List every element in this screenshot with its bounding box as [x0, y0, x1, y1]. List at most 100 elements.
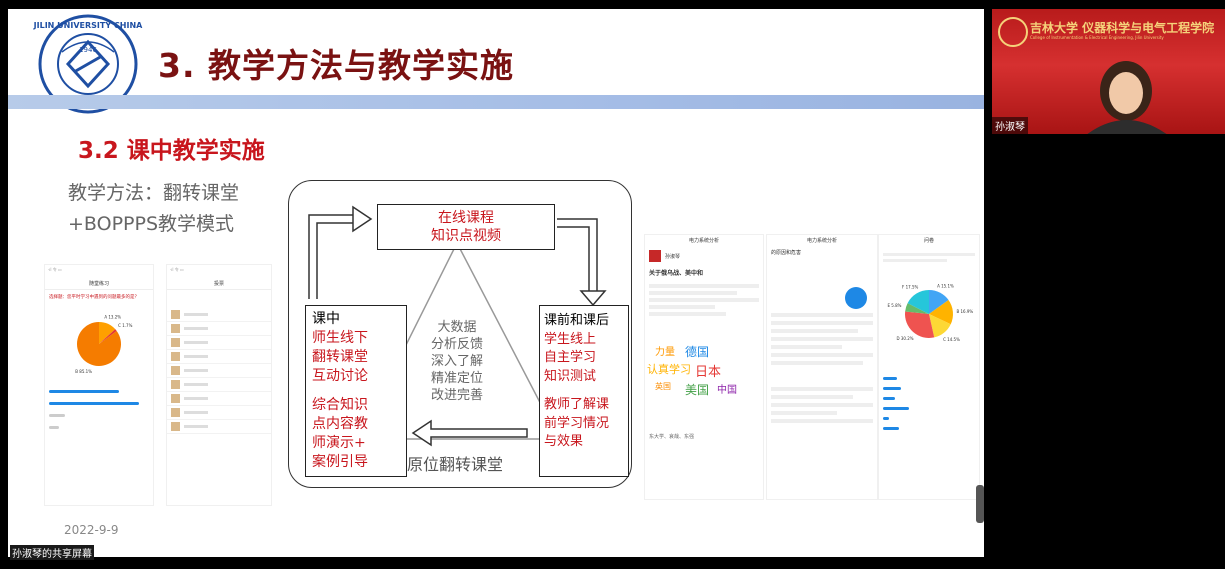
pie-slice: [99, 329, 117, 344]
vote-row-name: [184, 397, 208, 400]
avatar: [171, 408, 180, 417]
option-bar: [883, 407, 909, 410]
option-bar: [883, 387, 901, 390]
slide-date: 2022-9-9: [64, 523, 119, 537]
phone-screenshot-questionnaire: 问卷 A 15.1%B 16.9%C 14.5%D 30.2%E 5.8%F 1…: [878, 234, 980, 500]
pie-label: B 16.9%: [956, 309, 973, 314]
pie-label: C 1.7%: [118, 323, 132, 328]
pie-slice: [99, 322, 116, 344]
pie-label: A 13.2%: [104, 315, 121, 320]
vote-row-name: [184, 341, 208, 344]
pie-label: B 85.1%: [75, 369, 92, 374]
right-box-line: 自主学习: [544, 350, 597, 365]
title-band: [8, 95, 984, 109]
phone-screenshot-discussion: 电力系统分析 孙淑琴 关于俄乌战、美中和 力量德国认真学习日本美国中国英国 东大…: [644, 234, 764, 500]
word-cloud-word: 美国: [685, 383, 710, 397]
center-triangle: [357, 241, 561, 440]
vote-row-name: [184, 355, 208, 358]
right-box-line: [544, 386, 628, 396]
online-course-line-1: 在线课程: [438, 210, 494, 226]
questionnaire-pie-chart: A 15.1% B 16.9% C 14.5% D 30.2% E 5.8% F 17.5…: [888, 284, 974, 342]
center-line: 深入了解: [430, 354, 483, 369]
school-english-name: College of Instrumentation & Electrical …: [1030, 35, 1164, 40]
pre-post-class-box: 课前和课后学生线上自主学习知识测试教师了解课前学习情况与效果: [539, 305, 629, 477]
post-footer: 东大学、哀哉、东强: [649, 434, 695, 440]
vote-row: [167, 308, 271, 322]
answer-bar-b: [49, 402, 139, 405]
slide-subtitle: 3.2 课中教学实施: [78, 138, 265, 164]
pie-slice: [905, 303, 929, 314]
in-class-box: 课中师生线下翻转课堂互动讨论综合知识点内容教师演示+案例引导: [305, 305, 407, 477]
vote-list: [167, 308, 271, 434]
option-bar: [883, 417, 889, 420]
pie-label: E 5.8%: [888, 303, 902, 308]
left-box-line: 互动讨论: [312, 368, 368, 384]
teaching-method-line-2: +BOPPPS教学模式: [68, 213, 235, 235]
vote-row: [167, 350, 271, 364]
slide-title: 3. 教学方法与教学实施: [158, 46, 514, 85]
word-cloud-word: 日本: [695, 365, 722, 380]
phone-header: 投票: [167, 278, 271, 290]
center-line: 精准定位: [430, 371, 483, 386]
pie-slice: [929, 300, 953, 325]
presentation-slide: JILIN UNIVERSITY CHINA 1946 吉林大学 3. 教学方法…: [8, 9, 984, 557]
center-line: 分析反馈: [430, 337, 483, 352]
vote-row-name: [184, 383, 208, 386]
arrow-left-up: [316, 222, 353, 299]
scroll-handle[interactable]: [976, 485, 984, 523]
left-box-line: 课中: [312, 311, 340, 327]
arrow-right-down: [557, 218, 598, 291]
logo-ring-text: JILIN UNIVERSITY CHINA: [33, 21, 144, 30]
quiz-pie-chart: A 13.2% C 1.7% B 85.1%: [75, 315, 132, 374]
right-box-line: 学生线上: [544, 331, 597, 347]
avatar: [171, 394, 180, 403]
word-cloud-word: 德国: [685, 345, 710, 359]
pie-label: C 14.5%: [943, 337, 960, 342]
arrow-head-right: [352, 205, 373, 233]
left-box-line: 点内容教: [312, 416, 368, 432]
pie-slice: [929, 290, 949, 314]
quiz-question: 选择题：您平时学习中遇到的问题最多的是？: [49, 295, 139, 300]
right-box-line: 与效果: [544, 434, 584, 449]
vote-row-name: [184, 425, 208, 428]
poster-name: 孙淑琴: [665, 253, 681, 260]
presenter-video: 吉林大学 仪器科学与电气工程学院 College of Instrumentat…: [992, 9, 1225, 134]
left-box-line: 案例引导: [312, 454, 368, 470]
phone-header: 随堂练习: [45, 278, 153, 290]
status-bar: ·ıl 令 ▭: [48, 267, 62, 272]
vote-row: [167, 364, 271, 378]
pie-slice: [929, 314, 951, 338]
avatar: [171, 338, 180, 347]
presenter-figure: [1087, 61, 1167, 134]
vote-row-name: [184, 313, 208, 316]
post-title: 的原因和危害: [771, 250, 802, 256]
presenter-name-label: 孙淑琴: [992, 117, 1028, 134]
avatar: [171, 310, 180, 319]
pie-label: A 15.1%: [937, 284, 954, 289]
option-bar: [883, 397, 895, 400]
screen-share-label: 孙淑琴的共享屏幕: [10, 545, 94, 560]
vote-row-name: [184, 369, 208, 372]
vote-row: [167, 406, 271, 420]
avatar: [649, 250, 661, 262]
vote-row: [167, 336, 271, 350]
answer-bar-c: [49, 414, 65, 417]
floating-action-button[interactable]: [845, 287, 867, 309]
vote-row: [167, 378, 271, 392]
center-line: 大数据: [437, 320, 477, 335]
pie-label: F 17.5%: [902, 285, 918, 290]
left-box-line: 综合知识: [312, 397, 368, 413]
logo-year: 1946: [79, 46, 97, 54]
school-name: 吉林大学 仪器科学与电气工程学院: [1030, 21, 1215, 35]
right-box-line: 教师了解课: [544, 397, 610, 412]
pie-label: D 30.2%: [896, 336, 913, 341]
vote-row-name: [184, 411, 208, 414]
pie-slice: [907, 290, 929, 314]
school-emblem-icon: [998, 17, 1028, 47]
left-box-line: 翻转课堂: [312, 349, 368, 365]
left-box-line: [312, 386, 406, 396]
avatar: [171, 380, 180, 389]
option-bar: [883, 377, 897, 380]
avatar: [171, 422, 180, 431]
word-cloud-word: 认真学习: [647, 363, 691, 376]
